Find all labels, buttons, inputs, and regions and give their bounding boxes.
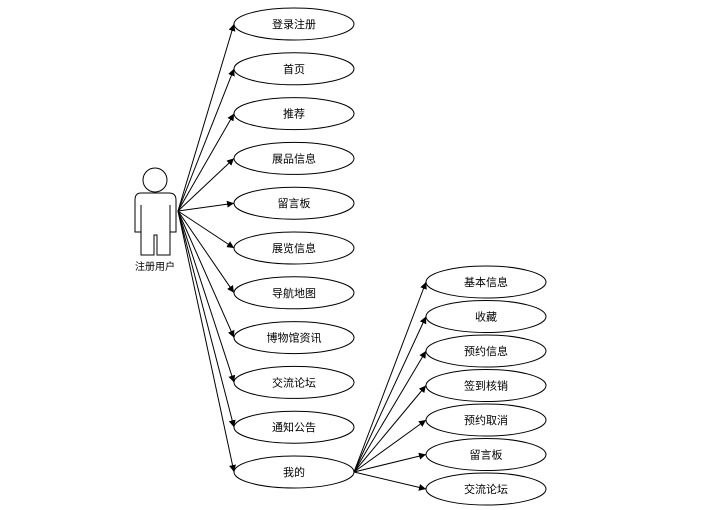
use-case-recommend-ellipse xyxy=(233,97,355,131)
actor-label: 注册用户 xyxy=(135,260,175,273)
arrow-to-recommend xyxy=(177,113,235,212)
use-case-basic-info: 基本信息 xyxy=(425,265,547,299)
use-case-museum-news-label: 博物馆资讯 xyxy=(267,331,322,345)
use-case-basic-info-label: 基本信息 xyxy=(464,275,508,289)
arrow-to-reservation-info xyxy=(353,350,427,473)
use-case-museum-news: 博物馆资讯 xyxy=(233,321,355,355)
arrow-to-mine xyxy=(177,210,236,473)
arrow-to-exhibition-info xyxy=(177,210,235,249)
use-case-forum-label: 交流论坛 xyxy=(272,375,316,389)
use-case-exhibit-info-ellipse xyxy=(233,141,355,175)
use-case-notice: 通知公告 xyxy=(233,410,355,444)
use-case-home-label: 首页 xyxy=(283,62,305,76)
use-case-sub-forum: 交流论坛 xyxy=(425,472,547,506)
use-case-checkin-label: 签到核销 xyxy=(464,379,508,393)
arrow-to-home xyxy=(177,68,235,212)
use-case-sub-message-board: 留言板 xyxy=(425,438,547,471)
use-case-recommend-label: 推荐 xyxy=(283,107,305,121)
use-case-login: 登录注册 xyxy=(233,7,355,41)
use-case-message-board: 留言板 xyxy=(233,186,355,220)
use-case-favorites: 收藏 xyxy=(425,300,547,333)
association-lines xyxy=(177,23,427,491)
use-case-sub-forum-ellipse xyxy=(425,472,547,506)
use-case-sub-message-board-ellipse xyxy=(425,438,547,471)
use-case-reservation-info-label: 预约信息 xyxy=(464,344,508,358)
arrow-to-forum xyxy=(177,210,236,383)
use-case-message-board-ellipse xyxy=(233,186,355,220)
arrow-to-login xyxy=(177,23,236,212)
arrow-to-checkin xyxy=(353,385,427,473)
arrow-to-reservation-cancel xyxy=(353,419,427,473)
use-case-checkin: 签到核销 xyxy=(425,369,547,402)
use-case-nav-map: 导航地图 xyxy=(233,276,355,310)
use-case-login-label: 登录注册 xyxy=(272,17,316,31)
use-case-exhibition-info-ellipse xyxy=(233,231,355,265)
arrow-to-notice xyxy=(177,210,236,428)
use-case-mine: 我的 xyxy=(233,455,355,489)
arrow-to-sub-forum xyxy=(353,471,427,491)
use-case-forum: 交流论坛 xyxy=(233,365,355,399)
arrow-to-exhibit-info xyxy=(177,158,235,212)
arrow-to-nav-map xyxy=(177,210,235,294)
arrow-to-museum-news xyxy=(177,210,235,338)
use-case-favorites-ellipse xyxy=(425,300,547,333)
use-case-reservation-cancel-label: 预约取消 xyxy=(464,413,508,427)
use-case-login-ellipse xyxy=(233,7,355,41)
use-case-mine-ellipse xyxy=(233,455,355,489)
arrow-to-message-board xyxy=(177,200,235,212)
use-case-home: 首页 xyxy=(233,52,355,86)
use-case-recommend: 推荐 xyxy=(233,97,355,131)
arrow-to-favorites xyxy=(353,316,427,473)
arrow-to-sub-message-board xyxy=(353,452,427,473)
use-case-mine-label: 我的 xyxy=(283,465,305,479)
actor-head xyxy=(142,167,168,193)
use-case-nav-map-ellipse xyxy=(233,276,355,310)
use-case-home-ellipse xyxy=(233,52,355,86)
use-case-checkin-ellipse xyxy=(425,369,547,402)
use-case-notice-label: 通知公告 xyxy=(272,420,316,434)
use-case-forum-ellipse xyxy=(233,365,355,399)
use-case-sub-forum-label: 交流论坛 xyxy=(464,482,508,496)
use-case-message-board-label: 留言板 xyxy=(278,196,311,210)
use-case-reservation-info: 预约信息 xyxy=(425,334,547,368)
use-case-exhibit-info: 展品信息 xyxy=(233,141,355,175)
use-case-sub-message-board-label: 留言板 xyxy=(470,448,503,462)
use-case-basic-info-ellipse xyxy=(425,265,547,299)
arrow-to-basic-info xyxy=(353,281,427,473)
actor-body xyxy=(134,192,177,256)
use-case-reservation-info-ellipse xyxy=(425,334,547,368)
use-case-exhibition-info: 展览信息 xyxy=(233,231,355,265)
actor-figure xyxy=(134,167,177,256)
use-case-reservation-cancel-ellipse xyxy=(425,403,547,437)
use-case-exhibition-info-label: 展览信息 xyxy=(272,241,316,255)
use-case-reservation-cancel: 预约取消 xyxy=(425,403,547,437)
use-case-favorites-label: 收藏 xyxy=(475,310,497,324)
use-case-exhibit-info-label: 展品信息 xyxy=(272,151,316,165)
use-case-museum-news-ellipse xyxy=(233,321,355,355)
use-case-nav-map-label: 导航地图 xyxy=(272,286,316,300)
use-case-notice-ellipse xyxy=(233,410,355,444)
